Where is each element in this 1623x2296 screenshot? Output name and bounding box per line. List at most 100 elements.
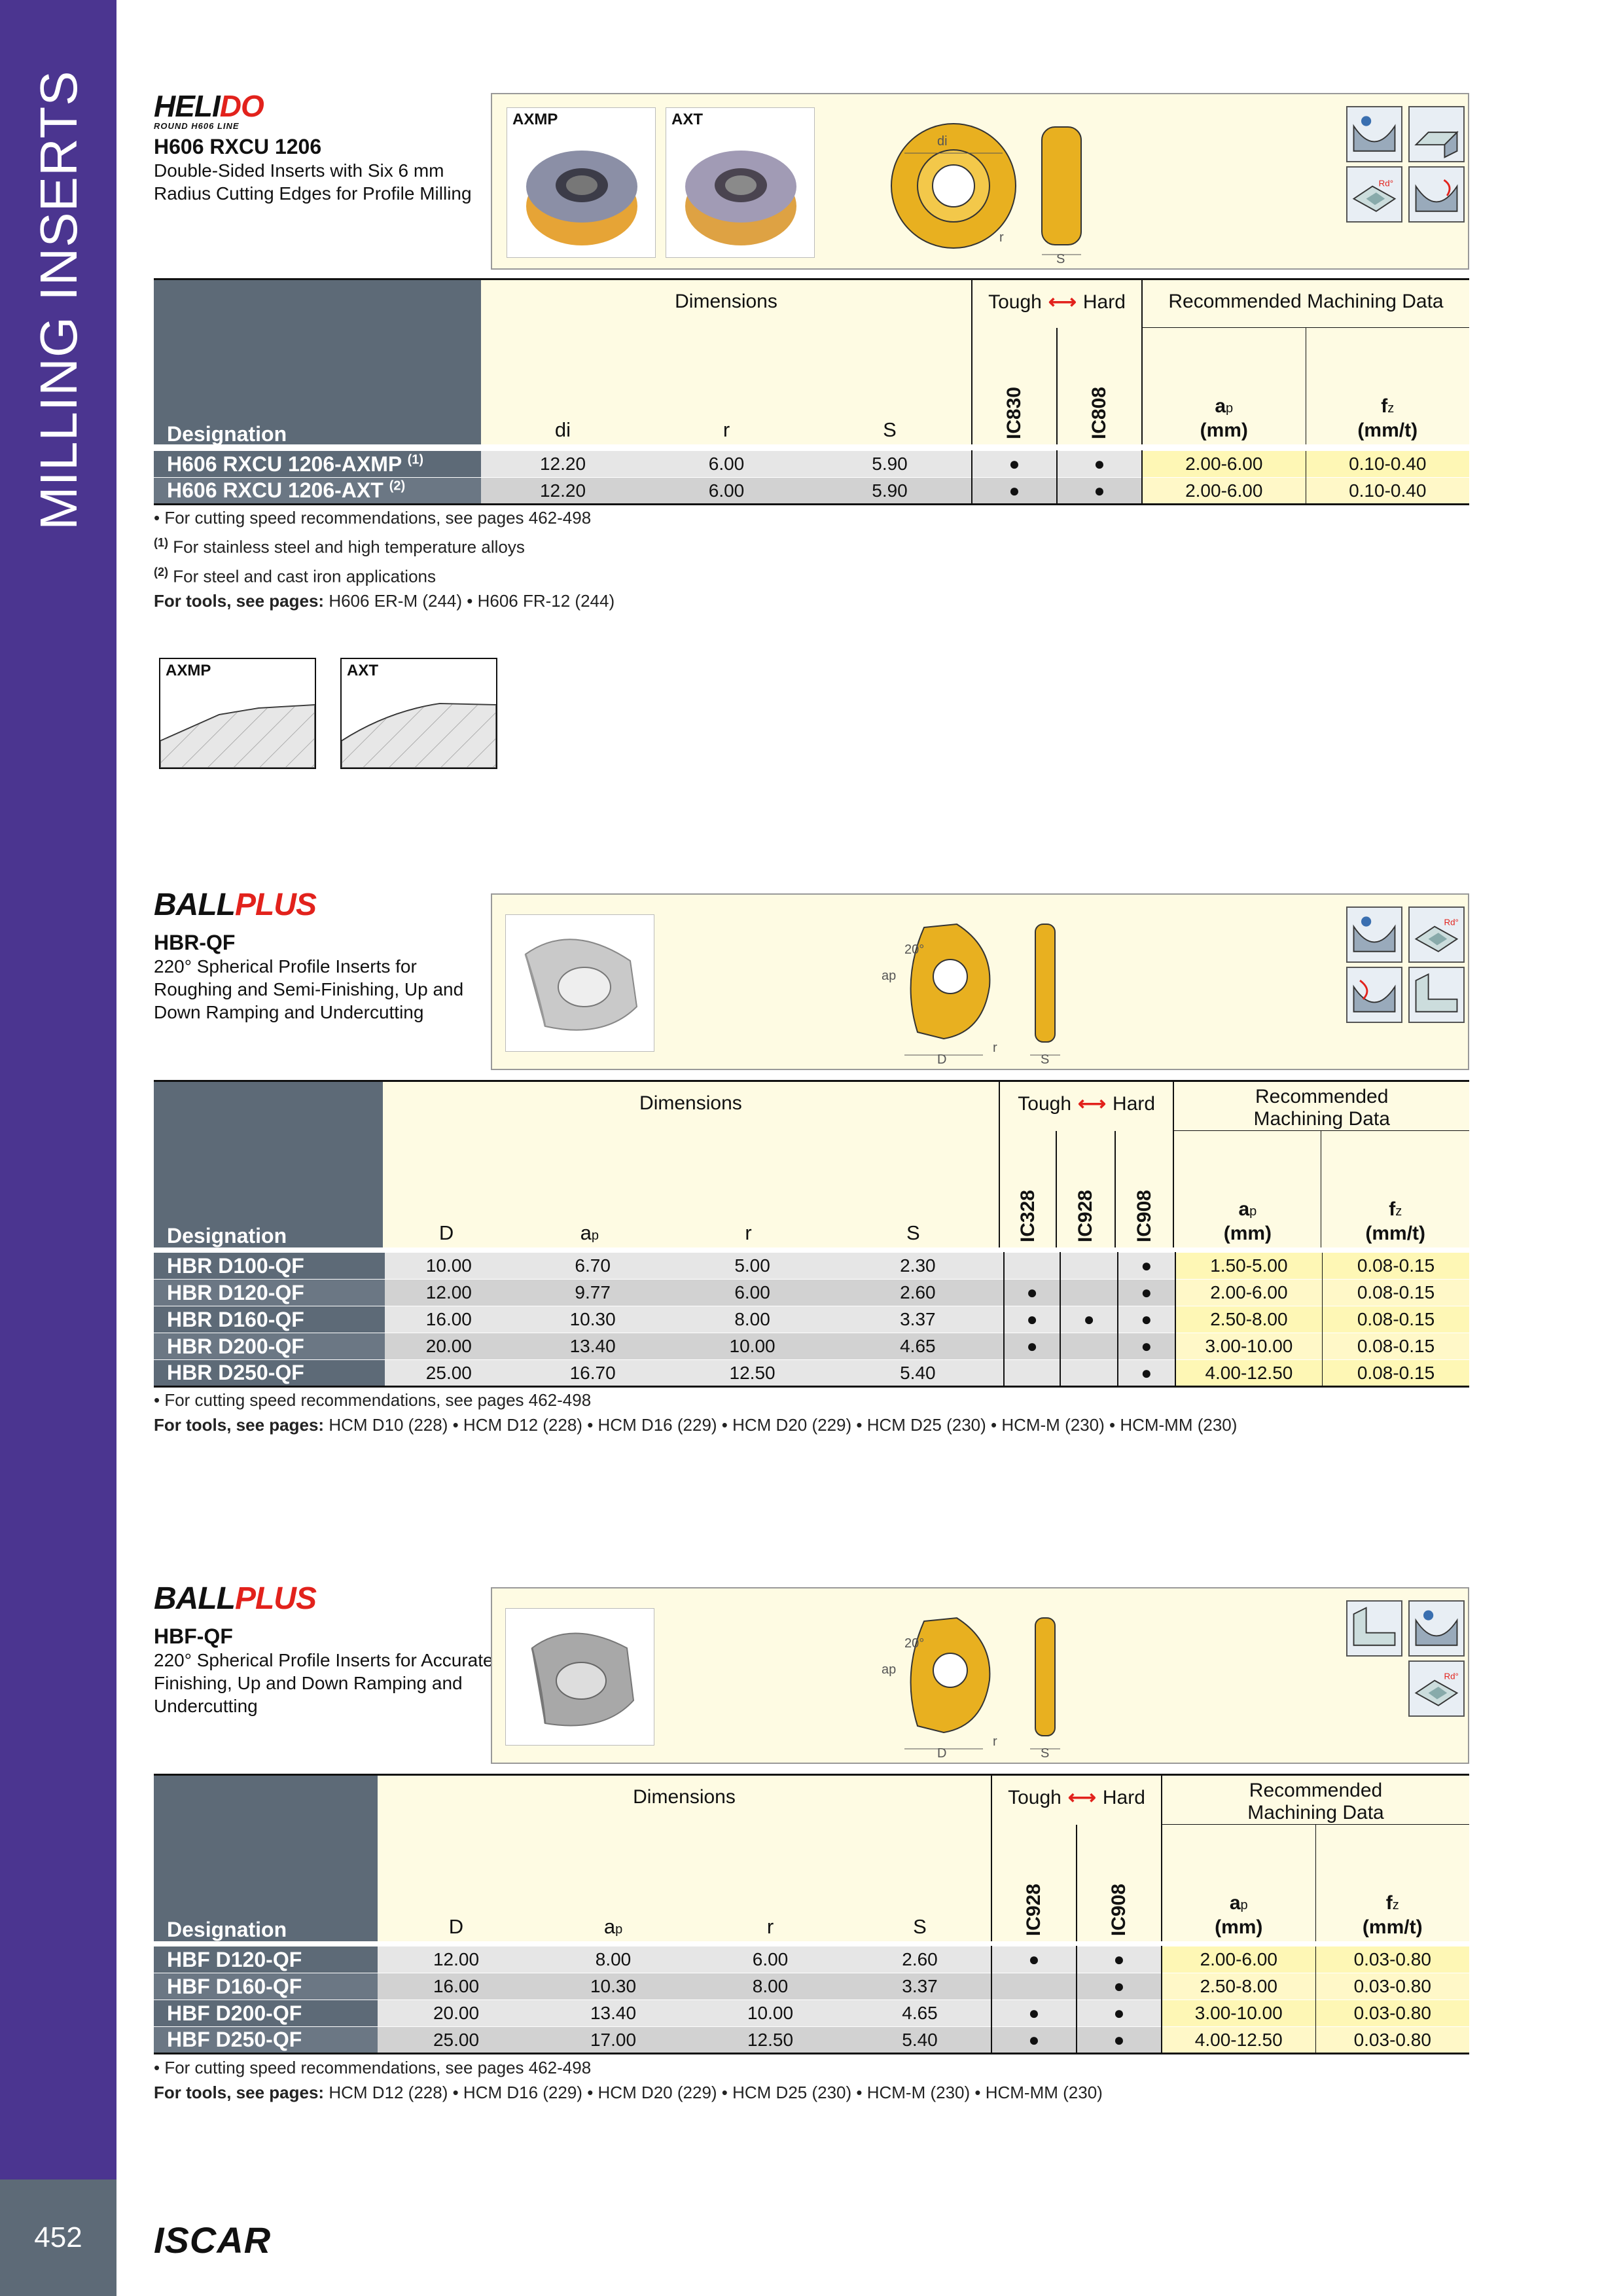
h606-notes: • For cutting speed recommendations, see… [154,508,615,611]
h606-data-rows: H606 RXCU 1206-AXMP (1) 12.20 6.00 5.90 … [154,450,1469,505]
col-ap: ap(mm) [1173,1130,1321,1247]
col-di: di [481,327,645,444]
product-description: 220° Spherical Profile Inserts for Rough… [154,956,464,1022]
col-ap-dim: ap [535,1824,692,1941]
pocketing-icon: Rd° [1346,166,1402,223]
product-description: 220° Spherical Profile Inserts for Accur… [154,1650,493,1716]
hbf-notes: • For cutting speed recommendations, see… [154,2058,1103,2102]
grade-ic808: IC808 [1056,327,1143,444]
svg-text:r: r [993,1734,997,1749]
col-r: r [669,1130,828,1247]
tough-hard-header: Tough⟷Hard [998,1080,1175,1131]
grade-ic908: IC908 [1076,1824,1162,1941]
col-d: D [382,1130,510,1247]
product-image-box: ap 20° D r S Rd° [491,1587,1469,1764]
col-ap: ap(mm) [1142,327,1306,444]
product-code: HBF-QF [154,1624,233,1648]
footer-brand: ISCAR [154,2219,272,2261]
profile-axt: AXT [340,658,497,769]
product-image-box: AXMP AXT di r S Rd° [491,93,1469,270]
col-d: D [378,1824,535,1941]
col-fz: fz(mm/t) [1305,327,1469,444]
grade-ic928: IC928 [1056,1130,1116,1247]
face-milling-icon [1408,106,1465,162]
pocketing-icon: Rd° [1408,1660,1465,1717]
ramping-icon [1346,906,1402,963]
designation-label: Designation [167,422,287,446]
insert-photo-hbr [505,914,654,1052]
side-band [0,0,116,2179]
svg-text:ap: ap [882,969,896,983]
svg-text:D: D [937,1052,946,1065]
col-fz: fz(mm/t) [1315,1824,1469,1941]
product-code: H606 RXCU 1206 [154,135,322,158]
table-row: H606 RXCU 1206-AXT (2) 12.20 6.00 5.90 ●… [154,477,1469,505]
svg-text:20°: 20° [904,1636,924,1651]
svg-text:D: D [937,1746,946,1759]
dimensions-header: Dimensions [382,1080,999,1131]
helido-logo-sub: ROUND H606 LINE [154,121,240,131]
col-ap: ap(mm) [1162,1824,1315,1941]
grade-ic328: IC328 [998,1130,1058,1247]
insert-technical-drawing: di r S [891,123,1082,264]
recommended-header: Recommended Machining Data [1142,278,1469,328]
profiling-icon [1408,166,1465,223]
svg-text:ap: ap [882,1662,896,1677]
page-number: 452 [0,2179,116,2296]
insert-technical-drawing: ap 20° D r S [882,1617,1060,1759]
col-s: S [808,327,972,444]
designation-header [154,278,481,444]
svg-text:di: di [937,134,948,149]
shoulder-icon [1346,1600,1402,1657]
svg-text:r: r [993,1041,997,1055]
hbr-notes: • For cutting speed recommendations, see… [154,1390,1238,1435]
tough-hard-header: Tough⟷Hard [991,1774,1162,1825]
col-ap-dim: ap [510,1130,669,1247]
grade-ic830: IC830 [971,327,1058,444]
grade-ic908: IC908 [1114,1130,1175,1247]
table-row: H606 RXCU 1206-AXMP (1) 12.20 6.00 5.90 … [154,450,1469,478]
insert-photo-hbf [505,1608,654,1746]
product-description: Double-Sided Inserts with Six 6 mm Radiu… [154,160,472,204]
tough-hard-header: Tough⟷Hard [971,278,1143,328]
svg-text:S: S [1041,1052,1049,1065]
col-r: r [645,327,808,444]
dimensions-header: Dimensions [481,278,972,328]
ramping-icon [1346,106,1402,162]
product-image-box: ap 20° D r S Rd° [491,893,1469,1070]
h606-spec-table: Dimensions Tough⟷Hard Recommended Machin… [154,278,1469,444]
col-s: S [827,1130,999,1247]
insert-photo-axt: AXT [666,107,815,258]
profiling-icon [1346,967,1402,1023]
svg-text:Rd°: Rd° [1379,179,1393,188]
col-r: r [692,1824,849,1941]
profile-axmp: AXMP [159,658,316,769]
col-s: S [849,1824,991,1941]
ramping-icon [1408,1600,1465,1657]
insert-technical-drawing: ap 20° D r S [882,923,1060,1065]
insert-photo-axmp: AXMP [507,107,656,258]
dimensions-header: Dimensions [378,1774,991,1825]
svg-text:Rd°: Rd° [1444,1672,1458,1681]
product-code: HBR-QF [154,931,236,954]
side-title: MILLING INSERTS [29,70,88,530]
